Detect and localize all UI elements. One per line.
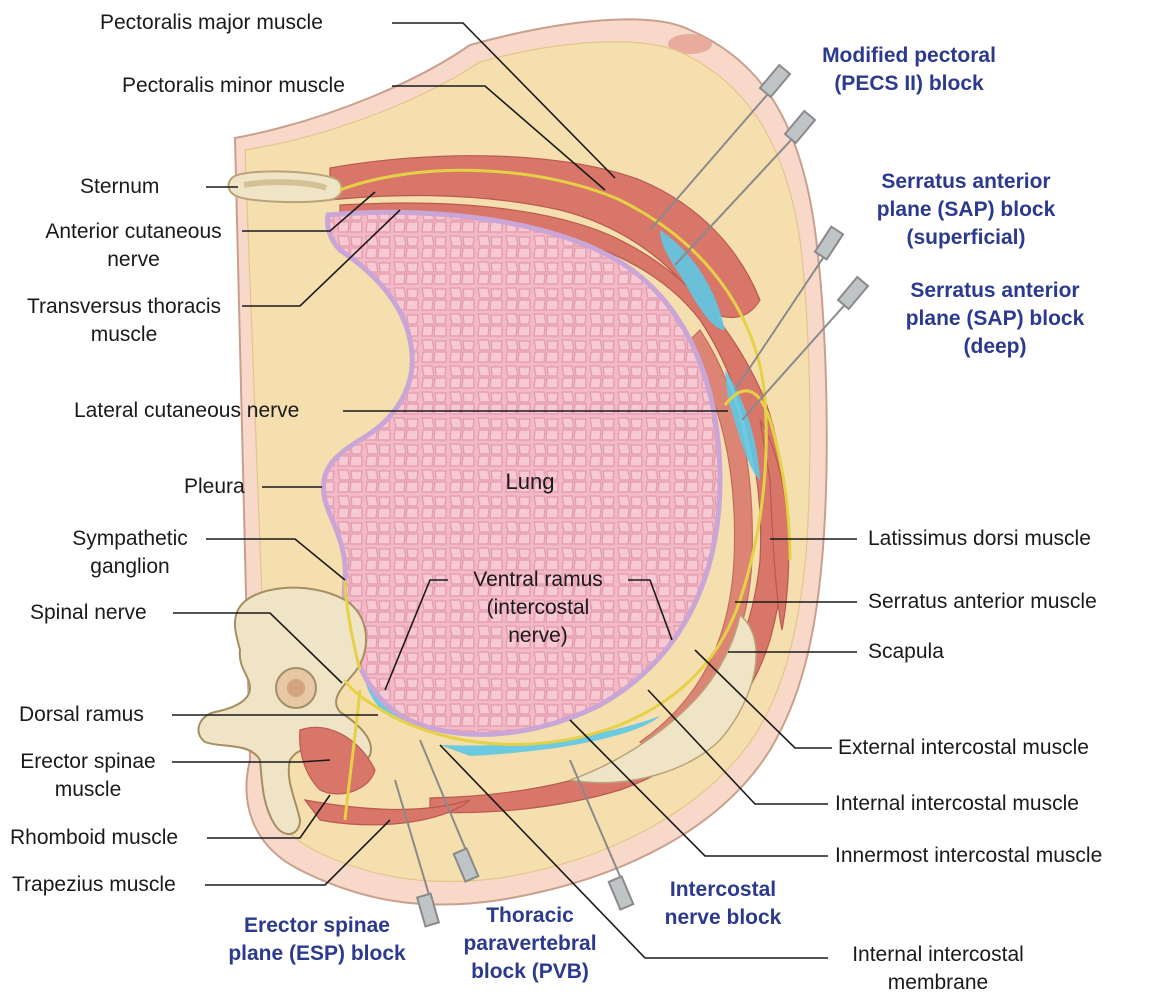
label-internal-intercostal-membrane: Internal intercostal membrane xyxy=(838,941,1038,997)
block-label-pvb: Thoracic paravertebral block (PVB) xyxy=(445,902,615,986)
block-label-sap-deep: Serratus anterior plane (SAP) block (dee… xyxy=(884,277,1106,361)
label-pectoralis-minor: Pectoralis minor muscle xyxy=(122,72,345,100)
block-label-esp: Erector spinae plane (ESP) block xyxy=(214,912,420,968)
label-lateral-cutaneous-nerve: Lateral cutaneous nerve xyxy=(74,397,299,425)
label-lung: Lung xyxy=(490,468,570,496)
label-pectoralis-major: Pectoralis major muscle xyxy=(100,9,323,37)
label-spinal-nerve: Spinal nerve xyxy=(30,599,147,627)
label-sternum: Sternum xyxy=(80,173,159,201)
label-sympathetic-ganglion: Sympathetic ganglion xyxy=(60,525,200,581)
label-serratus-anterior: Serratus anterior muscle xyxy=(868,588,1097,616)
label-trapezius-muscle: Trapezius muscle xyxy=(12,871,176,899)
block-label-intercostal-nerve: Intercostal nerve block xyxy=(648,876,798,932)
block-label-sap-superficial: Serratus anterior plane (SAP) block (sup… xyxy=(856,168,1076,252)
label-anterior-cutaneous-nerve: Anterior cutaneous nerve xyxy=(26,218,241,274)
label-dorsal-ramus: Dorsal ramus xyxy=(19,701,144,729)
label-innermost-intercostal: Innermost intercostal muscle xyxy=(835,842,1102,870)
label-external-intercostal: External intercostal muscle xyxy=(838,734,1089,762)
label-ventral-ramus: Ventral ramus (intercostal nerve) xyxy=(452,566,624,650)
label-latissimus-dorsi: Latissimus dorsi muscle xyxy=(868,525,1091,553)
label-transversus-thoracis: Transversus thoracis muscle xyxy=(10,293,238,349)
label-erector-spinae-muscle: Erector spinae muscle xyxy=(8,748,168,804)
block-label-pecs-ii: Modified pectoral (PECS II) block xyxy=(804,42,1014,98)
label-pleura: Pleura xyxy=(184,473,245,501)
label-internal-intercostal: Internal intercostal muscle xyxy=(835,790,1079,818)
sternum-bone xyxy=(229,171,342,202)
label-rhomboid-muscle: Rhomboid muscle xyxy=(10,824,178,852)
label-scapula: Scapula xyxy=(868,638,944,666)
